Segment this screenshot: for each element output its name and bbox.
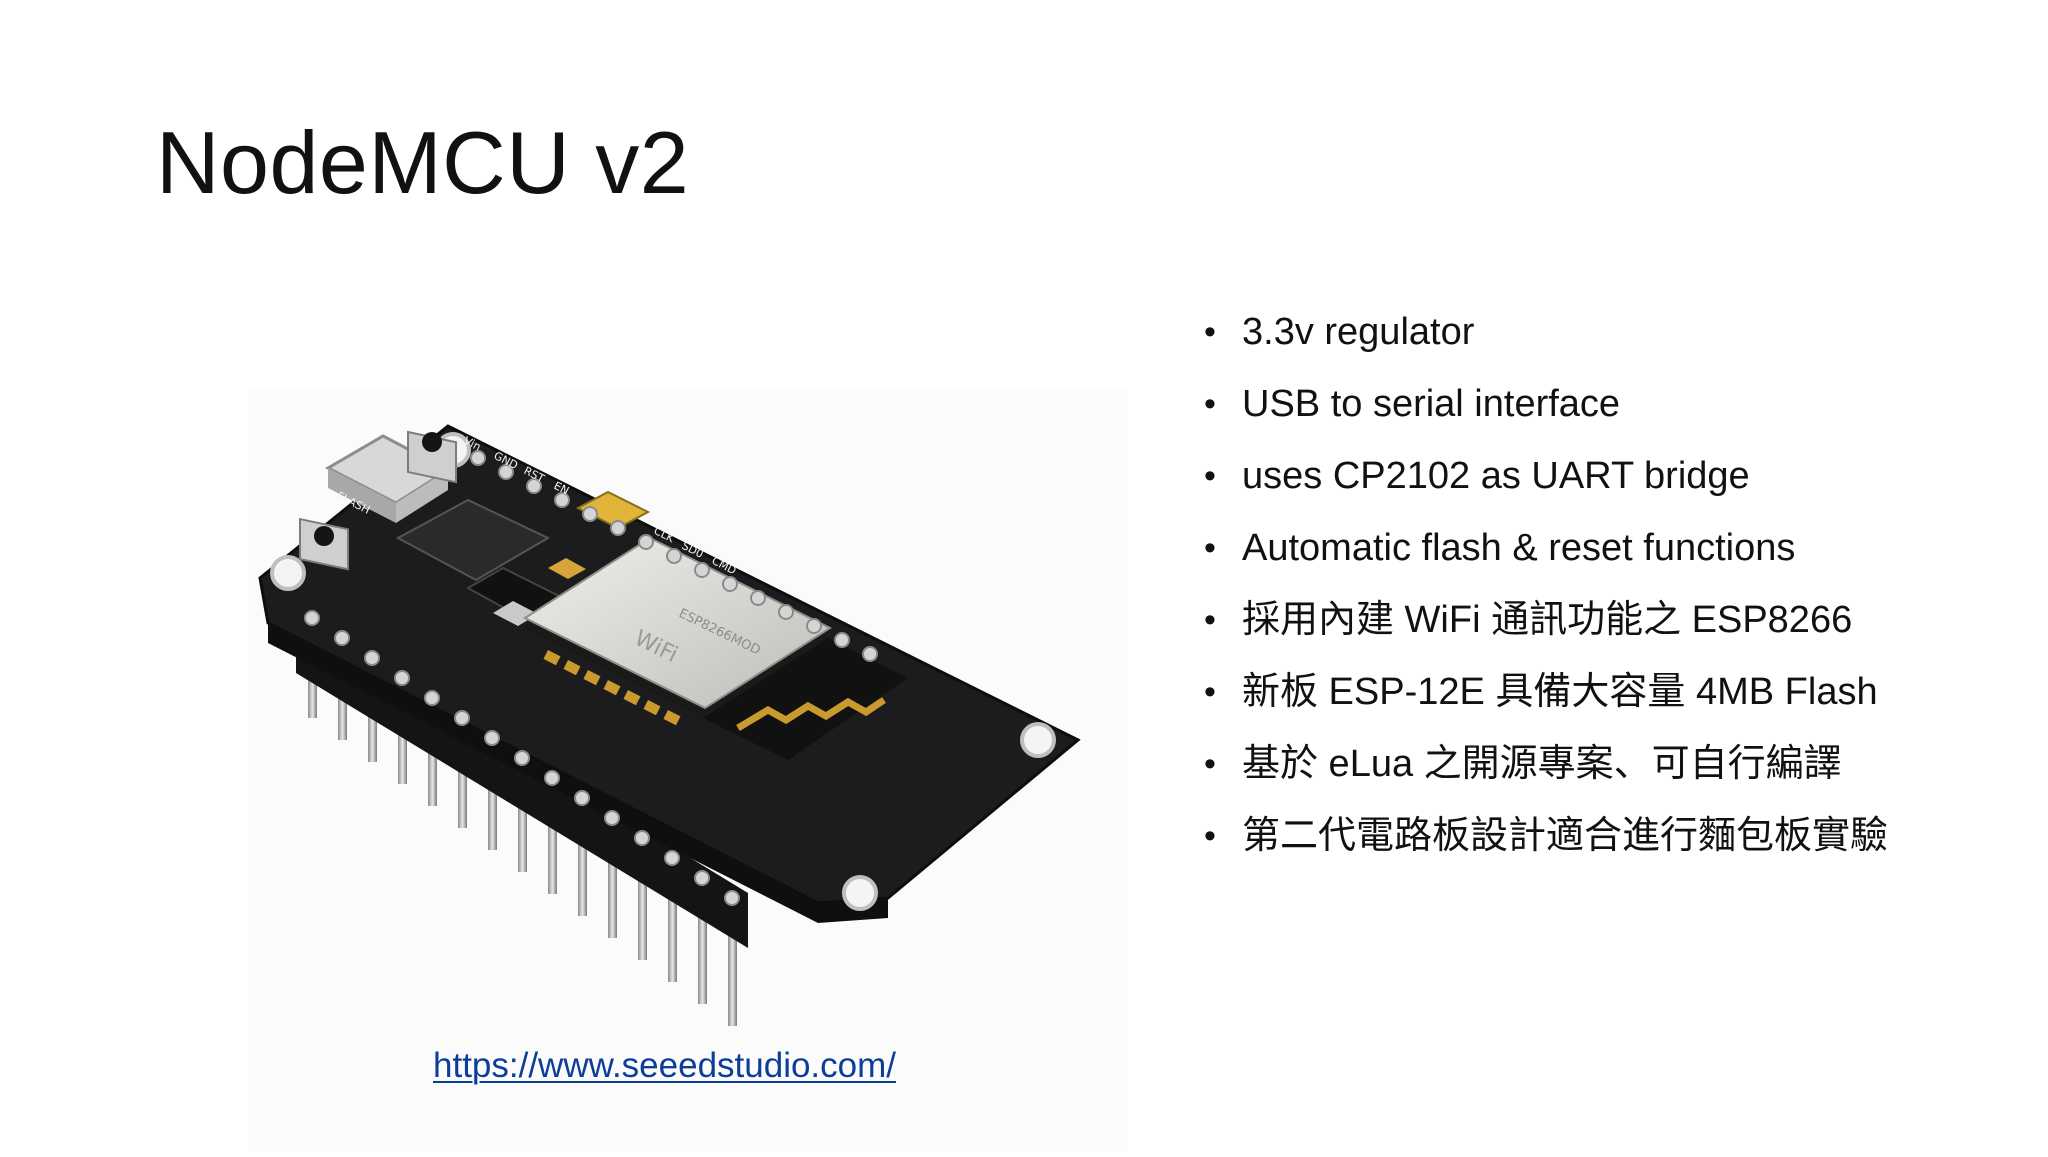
page-title: NodeMCU v2 <box>156 113 690 212</box>
nodemcu-board-photo: WiFi ESP8266MOD <box>248 388 1128 1152</box>
bullet-item: 採用內建 WiFi 通訊功能之 ESP8266 <box>1204 596 1964 645</box>
esp8266-module: WiFi ESP8266MOD <box>522 536 833 718</box>
bullet-item: 新板 ESP-12E 具備大容量 4MB Flash <box>1204 668 1964 717</box>
bullet-item: uses CP2102 as UART bridge <box>1204 452 1964 501</box>
board-illustration: WiFi ESP8266MOD <box>248 388 1128 1152</box>
source-link[interactable]: https://www.seeedstudio.com/ <box>433 1046 896 1085</box>
bullet-item: 基於 eLua 之開源專案、可自行編譯 <box>1204 740 1964 789</box>
pin-label-en: EN <box>552 479 571 497</box>
pcb-antenna <box>703 638 908 760</box>
bullet-item: Automatic flash & reset functions <box>1204 524 1964 573</box>
bullet-list: 3.3v regulator USB to serial interface u… <box>1204 308 1964 884</box>
bullet-item: USB to serial interface <box>1204 380 1964 429</box>
flash-button <box>299 517 349 571</box>
bullet-item: 第二代電路板設計適合進行麵包板實驗 <box>1204 812 1964 861</box>
cp2102-chip <box>395 498 551 582</box>
rst-button <box>407 430 457 484</box>
bullet-item: 3.3v regulator <box>1204 308 1964 357</box>
